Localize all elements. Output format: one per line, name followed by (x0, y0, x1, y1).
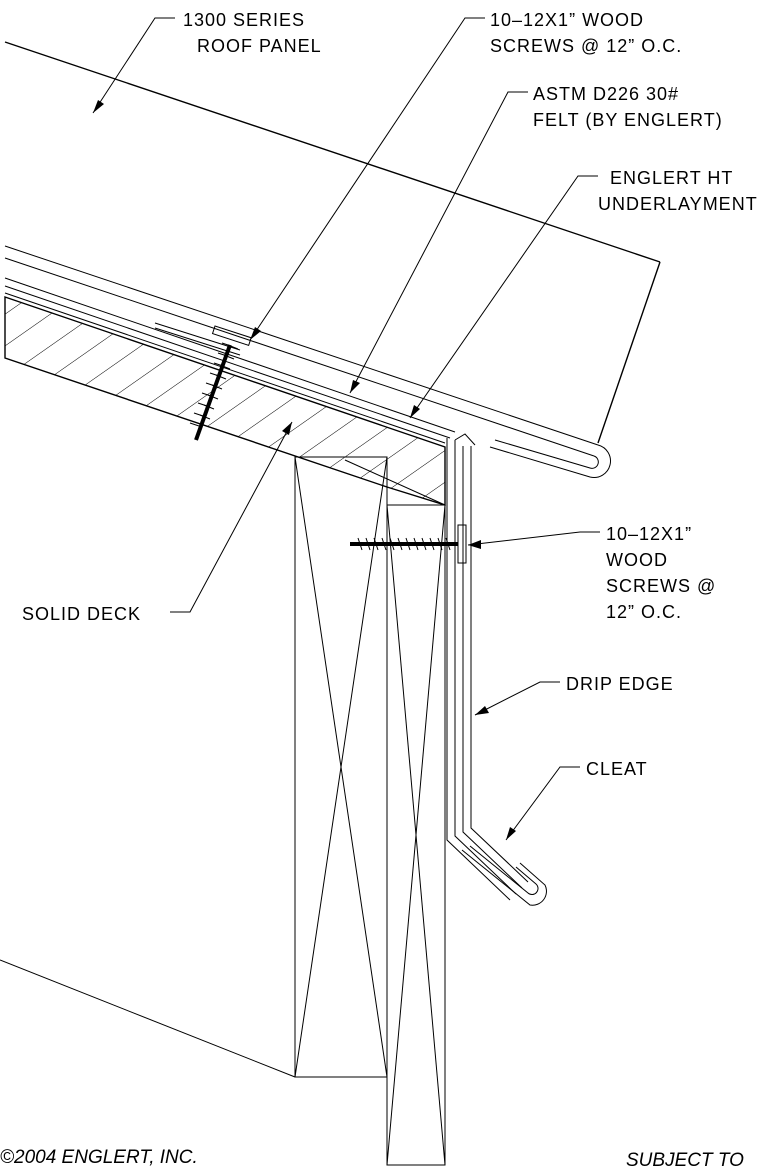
wood-screws-side-label-1: 10–12X1” (606, 524, 692, 544)
rafter (0, 456, 446, 1078)
felt-label: ASTM D226 30# FELT (BY ENGLERT) (533, 84, 723, 130)
subject-to-text: SUBJECT TO (626, 1150, 744, 1170)
underlayment-label-2: UNDERLAYMENT (598, 194, 758, 214)
solid-deck-label: SOLID DECK (22, 604, 141, 624)
wood-screws-top-label: 10–12X1” WOOD SCREWS @ 12” O.C. (490, 10, 682, 56)
roof-panel-label: 1300 SERIES ROOF PANEL (183, 10, 322, 56)
wood-screws-side-label-4: 12” O.C. (606, 602, 682, 622)
wood-screw-side (350, 537, 458, 551)
roof-panel-label-1: 1300 SERIES (183, 10, 305, 30)
roof-panel (4, 41, 661, 444)
wood-screws-side-label-3: SCREWS @ (606, 576, 716, 596)
wood-screws-side-label-2: WOOD (606, 550, 668, 570)
wood-screws-side-label: 10–12X1” WOOD SCREWS @ 12” O.C. (606, 524, 716, 622)
roof-panel-label-2: ROOF PANEL (197, 36, 322, 56)
solid-deck (4, 292, 446, 506)
wood-screws-top-label-2: SCREWS @ 12” O.C. (490, 36, 682, 56)
underlayment-label: ENGLERT HT UNDERLAYMENT (598, 168, 758, 214)
fascia-board (386, 504, 446, 1166)
drip-edge (446, 433, 529, 901)
drip-edge-label: DRIP EDGE (566, 674, 674, 694)
cleat-label: CLEAT (586, 759, 648, 779)
cleat (461, 845, 547, 906)
underlayment-label-1: ENGLERT HT (610, 168, 733, 188)
wood-screw-top (189, 342, 239, 441)
leader-lines (92, 17, 600, 841)
roof-layers (4, 245, 611, 478)
felt-label-1: ASTM D226 30# (533, 84, 679, 104)
felt-label-2: FELT (BY ENGLERT) (533, 110, 723, 130)
copyright-text: ©2004 ENGLERT, INC. (0, 1147, 198, 1168)
wood-screws-top-label-1: 10–12X1” WOOD (490, 10, 644, 30)
